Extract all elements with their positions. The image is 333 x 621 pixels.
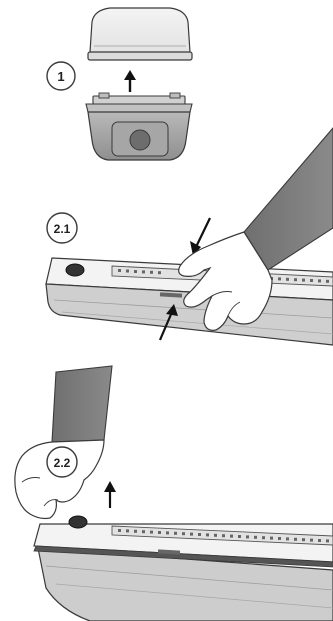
step-2-1-label: 2.1 [54, 222, 71, 236]
up-arrow-icon [124, 70, 136, 92]
step-2-2-group: 2.2 [15, 366, 333, 621]
step-1-group: 1 [47, 8, 192, 160]
hand-icon [15, 366, 112, 519]
step-1-badge: 1 [47, 62, 75, 90]
step-2-1-group: 2.1 [46, 128, 333, 345]
dome-cover-icon [88, 8, 192, 60]
light-fixture-icon [34, 516, 333, 621]
lamp-base-icon [86, 93, 192, 160]
step-2-1-badge: 2.1 [47, 213, 77, 243]
up-arrow-icon [104, 481, 116, 508]
step-2-2-label: 2.2 [54, 456, 71, 470]
step-1-label: 1 [57, 69, 64, 84]
step-2-2-badge: 2.2 [47, 447, 77, 477]
